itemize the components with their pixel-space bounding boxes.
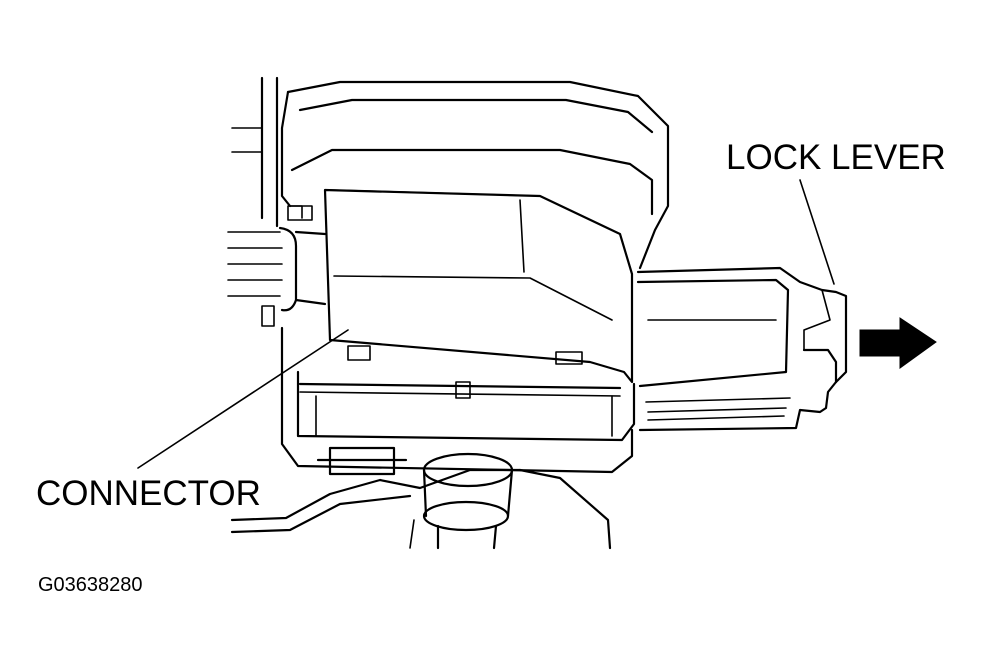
housing-cover (280, 80, 670, 270)
lock-lever-label: LOCK LEVER (726, 138, 946, 177)
bracket-posts (231, 76, 279, 228)
mounting-bolt (230, 446, 612, 550)
lower-tray (280, 326, 636, 474)
figure-id: G03638280 (38, 574, 143, 596)
wire-harness (227, 205, 327, 327)
leader-lines (137, 179, 835, 469)
connector-body (323, 188, 634, 384)
connector-label: CONNECTOR (36, 474, 261, 513)
lock-lever-slide (636, 266, 848, 432)
connector-leader (137, 329, 349, 469)
arrow-right-icon (859, 317, 937, 369)
lock-lever-leader (799, 179, 835, 285)
